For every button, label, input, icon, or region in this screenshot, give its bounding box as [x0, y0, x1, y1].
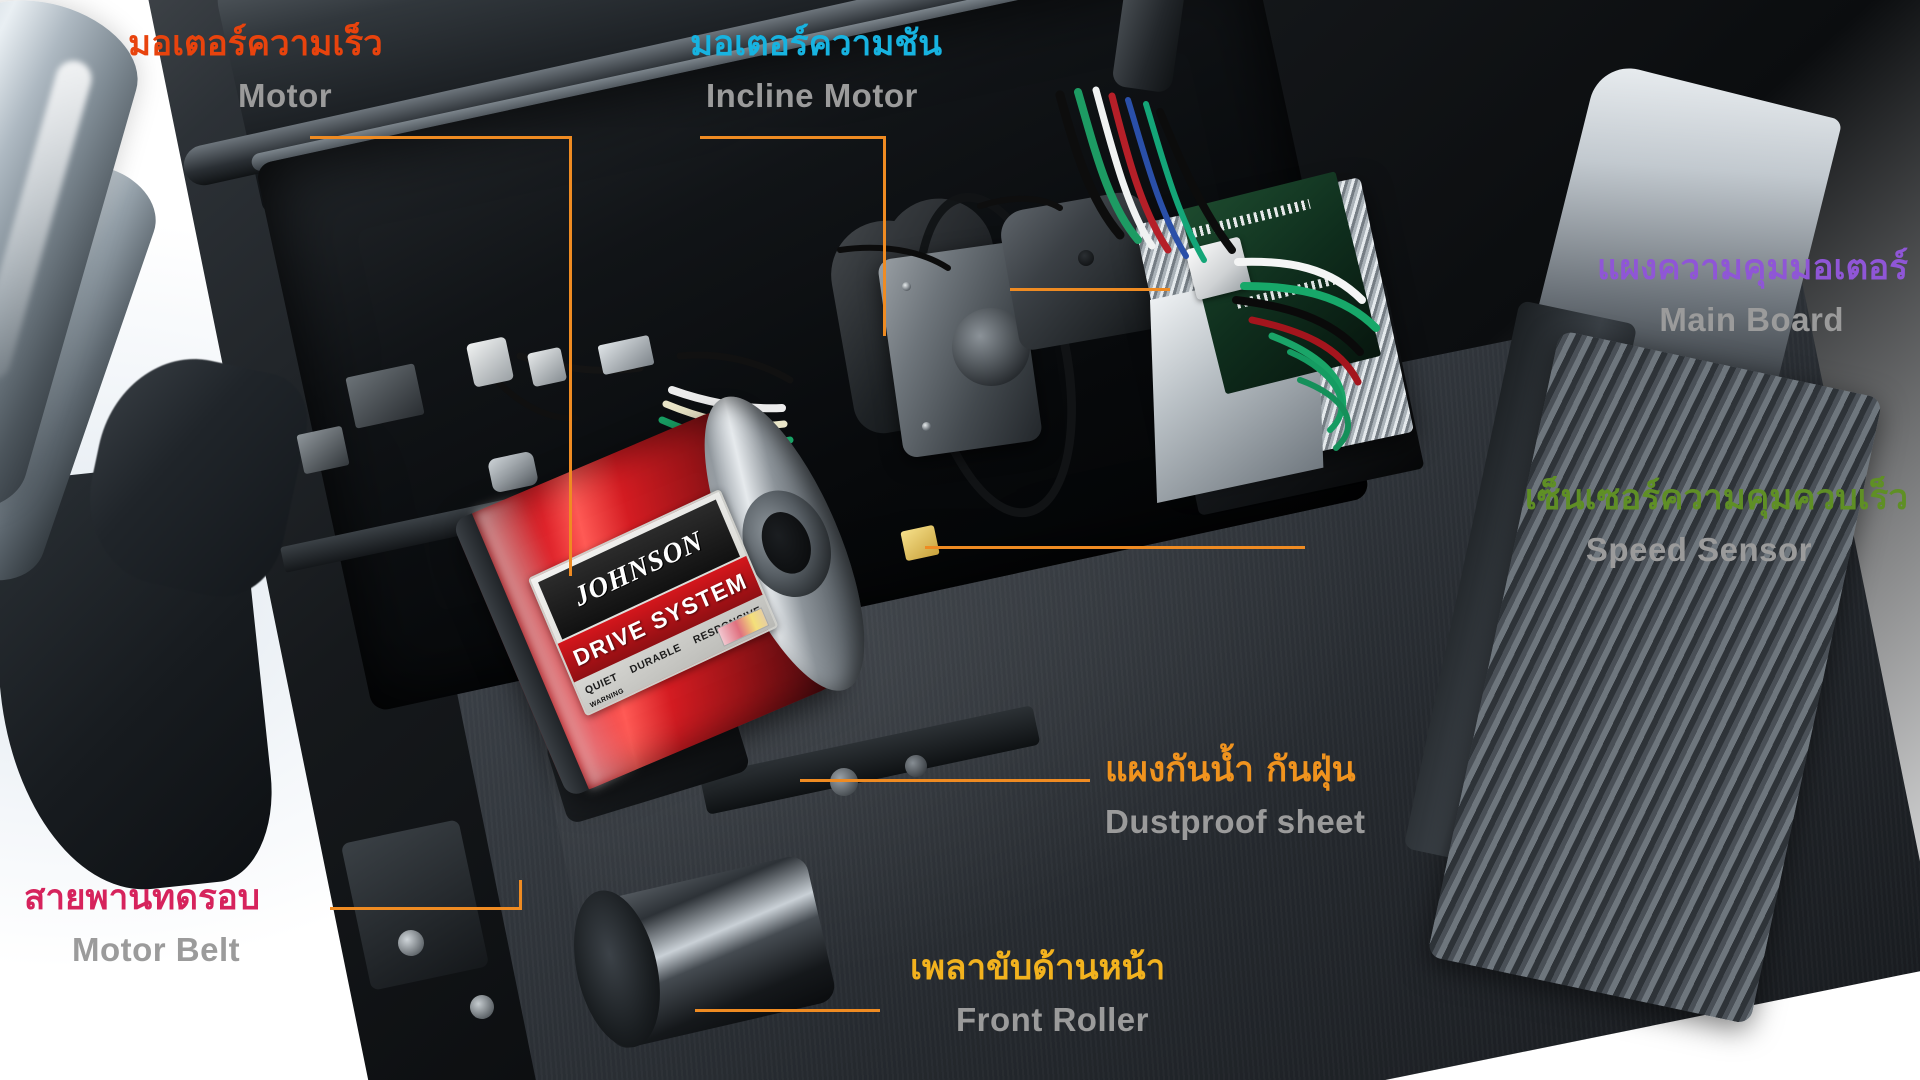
label-incline-motor: มอเตอร์ความชัน Incline Motor [690, 26, 942, 118]
leader-line-motor-vertical [569, 136, 572, 576]
label-front-roller: เพลาขับด้านหน้า Front Roller [910, 950, 1165, 1042]
label-front-roller-thai: เพลาขับด้านหน้า [910, 948, 1166, 988]
screw-icon [902, 282, 911, 291]
label-speed-sensor-thai: เซ็นเซอร์ความคุมควบเร็ว [1524, 478, 1908, 518]
label-incline-motor-english: Incline Motor [706, 76, 918, 114]
incline-motor-housing [996, 188, 1170, 352]
label-dustproof-sheet: แผงกันน้ำ กันฝุ่น Dustproof sheet [1105, 752, 1366, 844]
leader-line-motor-belt-vertical [519, 880, 522, 910]
housing-hole [1078, 250, 1094, 266]
leader-line-motor-horizontal [310, 136, 572, 139]
label-motor-english: Motor [238, 76, 333, 114]
label-main-board-english: Main Board [1659, 300, 1844, 338]
label-dustproof-sheet-english: Dustproof sheet [1105, 802, 1366, 840]
label-speed-sensor: เซ็นเซอร์ความคุมควบเร็ว Speed Sensor [1525, 480, 1908, 572]
leader-line-motor-belt [330, 907, 522, 910]
label-motor-thai: มอเตอร์ความเร็ว [128, 24, 383, 64]
label-motor: มอเตอร์ความเร็ว Motor [128, 26, 383, 118]
label-motor-belt-english: Motor Belt [72, 930, 241, 968]
label-speed-sensor-english: Speed Sensor [1585, 530, 1812, 568]
label-main-board: แผงความคุมมอเตอร์ Main Board [1597, 250, 1908, 342]
leader-line-dustproof [800, 779, 1090, 782]
label-front-roller-english: Front Roller [956, 1000, 1149, 1038]
leader-line-front-roller [695, 1009, 880, 1012]
label-motor-belt: สายพานทดรอบ Motor Belt [24, 880, 260, 972]
clamp-part [526, 346, 568, 388]
label-incline-motor-thai: มอเตอร์ความชัน [690, 24, 943, 64]
leader-line-speed-sensor [925, 546, 1305, 549]
leader-line-incline-horizontal [700, 136, 886, 139]
label-main-board-thai: แผงความคุมมอเตอร์ [1596, 248, 1908, 288]
label-dustproof-sheet-thai: แผงกันน้ำ กันฝุ่น [1105, 750, 1356, 790]
screw-icon [922, 422, 931, 431]
leader-line-incline-vertical [883, 136, 886, 336]
label-motor-belt-thai: สายพานทดรอบ [24, 878, 261, 918]
incline-motor-assembly [822, 178, 1170, 532]
leader-line-main-board [1010, 288, 1170, 291]
